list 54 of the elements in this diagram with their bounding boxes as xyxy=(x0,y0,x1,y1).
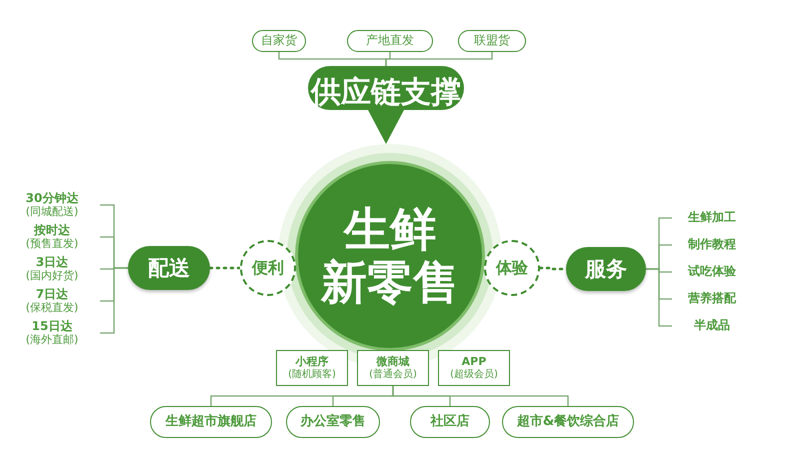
store-pill xyxy=(286,406,380,438)
channel-box xyxy=(357,350,429,386)
source-pill xyxy=(458,30,526,52)
channel-name: 微商城 xyxy=(376,356,410,368)
service-label: 营养搭配 xyxy=(688,292,736,306)
service-label: 生鲜加工 xyxy=(688,211,736,225)
channel-name: APP xyxy=(462,356,486,368)
store-pill xyxy=(502,406,634,438)
supply-heading: 供应链支撑 xyxy=(311,76,461,110)
service-label: 试吃体验 xyxy=(688,265,736,279)
member-note: (随机顾客) xyxy=(288,368,336,380)
delivery-option: 3日达 xyxy=(36,256,68,270)
service-label: 半成品 xyxy=(694,319,730,333)
member-note: (超级会员) xyxy=(450,368,498,380)
source-label: 自家货 xyxy=(261,34,297,48)
center-title: 生鲜 xyxy=(344,203,436,256)
delivery-note: (同城配送) xyxy=(26,206,78,218)
source-pill xyxy=(252,30,306,52)
store-pill xyxy=(410,406,490,438)
delivery-note: (国内好货) xyxy=(26,270,78,282)
category-label: 配送 xyxy=(148,256,190,280)
category-pill xyxy=(128,246,210,290)
source-label: 产地直发 xyxy=(366,34,414,48)
source-pill xyxy=(347,30,433,52)
delivery-option: 7日达 xyxy=(36,288,68,302)
channel-box xyxy=(438,350,510,386)
delivery-note: (预售直发) xyxy=(26,238,78,250)
store-label: 生鲜超市旗舰店 xyxy=(166,414,256,430)
connector-line xyxy=(392,386,569,406)
delivery-note: (海外直邮) xyxy=(26,334,78,346)
delivery-option: 按时达 xyxy=(34,224,70,238)
center-title: 新零售 xyxy=(321,256,459,309)
source-label: 联盟货 xyxy=(474,34,510,48)
center-circle xyxy=(298,164,482,348)
supply-arrow-shape xyxy=(308,66,464,144)
channel-name: 小程序 xyxy=(296,356,328,368)
channel-box xyxy=(276,350,348,386)
connector-line xyxy=(100,267,128,334)
member-note: (普通会员) xyxy=(369,368,417,380)
store-label: 超市&餐饮综合店 xyxy=(516,414,620,430)
delivery-option: 30分钟达 xyxy=(26,192,78,206)
feature-label: 便利 xyxy=(252,258,284,278)
store-pill xyxy=(150,406,272,438)
dotted-connector xyxy=(208,266,242,270)
delivery-option: 15日达 xyxy=(32,320,72,334)
service-label: 制作教程 xyxy=(688,238,736,252)
store-label: 办公室零售 xyxy=(300,414,366,430)
delivery-note: (保税直发) xyxy=(26,302,78,314)
store-label: 社区店 xyxy=(430,414,470,430)
connector-line xyxy=(385,52,493,66)
connector-line xyxy=(646,268,672,327)
category-label: 服务 xyxy=(585,256,627,282)
category-pill xyxy=(566,247,646,291)
feature-label: 体验 xyxy=(496,258,528,278)
